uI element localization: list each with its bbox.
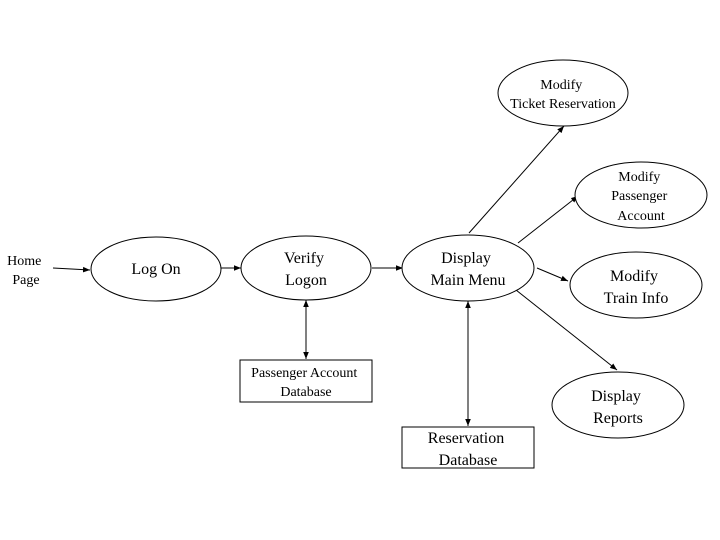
modify-train-info-ellipse — [569, 251, 703, 319]
node-passenger-account-database: Passenger Account Database — [239, 359, 373, 403]
node-reservation-database: Reservation Database — [401, 426, 535, 469]
node-modify-ticket-reservation: Modify Ticket Reservation — [497, 59, 629, 127]
display-reports-ellipse — [551, 371, 685, 439]
edge-mainmenu-to-display-reports — [515, 289, 618, 371]
node-home-page: Home Page — [7, 254, 45, 288]
node-display-reports: Display Reports — [551, 371, 685, 439]
verify-logon-ellipse — [240, 235, 372, 301]
log-on-label: Log On — [131, 261, 180, 278]
passenger-account-database-label: Passenger Account Database — [251, 366, 361, 400]
modify-passenger-account-label: Modify Passenger Account — [611, 170, 671, 224]
display-main-menu-label: Display Main Menu — [430, 250, 505, 289]
edge-mainmenu-to-modify-ticket — [468, 125, 565, 234]
node-verify-logon: Verify Logon — [240, 235, 372, 301]
display-reports-label: Display Reports — [591, 388, 645, 427]
edges — [52, 125, 618, 426]
reservation-database-box — [401, 426, 535, 469]
verify-logon-label: Verify Logon — [284, 250, 328, 289]
display-main-menu-ellipse — [401, 234, 535, 302]
modify-passenger-account-ellipse — [574, 161, 708, 229]
passenger-account-database-box — [239, 359, 373, 403]
modify-train-info-label: Modify Train Info — [604, 268, 669, 307]
node-modify-passenger-account: Modify Passenger Account — [574, 161, 708, 229]
node-display-main-menu: Display Main Menu — [401, 234, 535, 302]
modify-ticket-reservation-ellipse — [497, 59, 629, 127]
edge-home-to-logon — [52, 266, 91, 273]
node-log-on: Log On — [90, 236, 222, 302]
reservation-database-label: Reservation Database — [428, 430, 508, 469]
home-page-label: Home Page — [7, 254, 45, 288]
node-modify-train-info: Modify Train Info — [569, 251, 703, 319]
edge-mainmenu-to-modify-passenger — [517, 195, 579, 244]
modify-ticket-reservation-label: Modify Ticket Reservation — [510, 78, 616, 112]
edge-mainmenu-to-modify-train — [536, 267, 569, 282]
log-on-ellipse — [90, 236, 222, 302]
